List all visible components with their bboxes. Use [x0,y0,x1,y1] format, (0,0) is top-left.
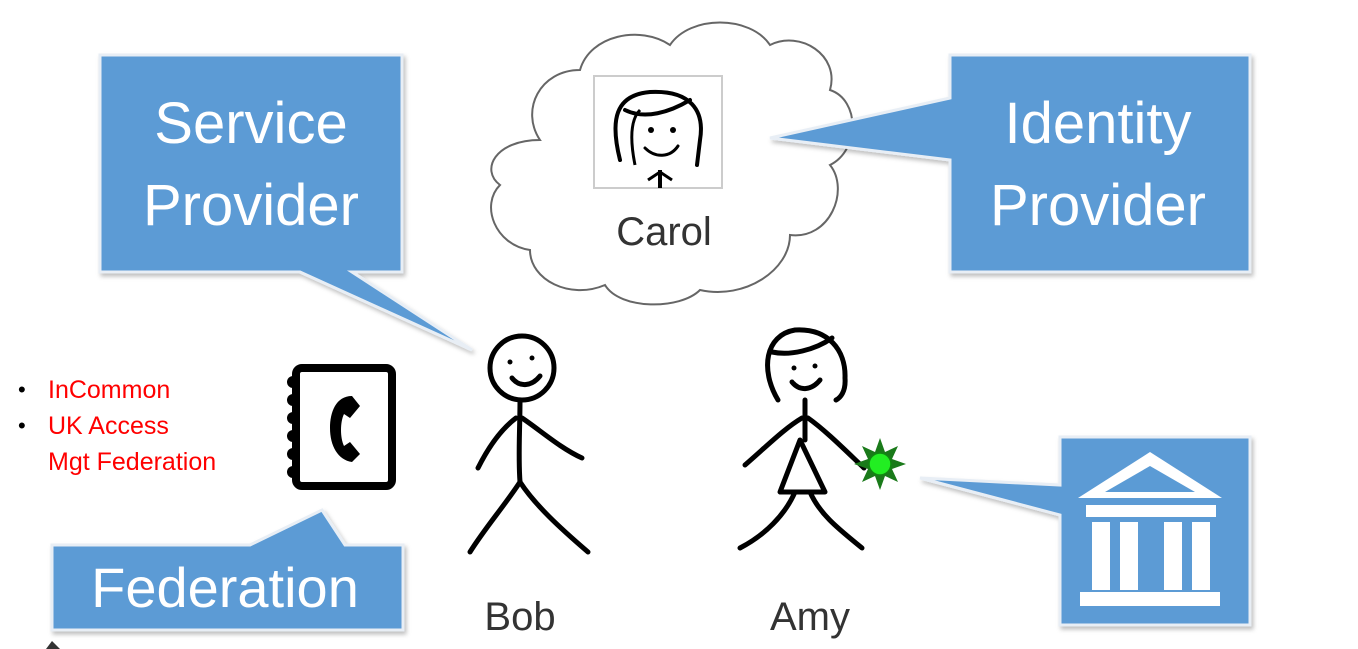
list-item-label: Mgt Federation [48,448,217,476]
identity-provider-callout [769,53,1252,274]
federation-members-list: InCommon UK Access Mgt Federation [18,372,216,480]
green-star-credential-icon [854,438,906,490]
list-item: UK Access [18,408,216,444]
corner-marker-icon [46,641,60,649]
phone-book-icon [287,364,396,490]
identity-provider-line1: Identity [1005,91,1192,156]
list-item-continuation: Mgt Federation [18,444,216,480]
federation-label: Federation [91,556,359,619]
amy-label: Amy [770,595,850,639]
carol-label: Carol [616,210,712,254]
service-provider-line1: Service [154,91,347,156]
service-provider-callout [98,53,473,352]
identity-provider-line2: Provider [990,173,1206,238]
list-item: InCommon [18,372,216,408]
institution-building-icon [1078,452,1222,606]
federation-callout [50,508,405,632]
bob-stick-figure [467,333,591,555]
bob-label: Bob [484,595,555,639]
list-item-label: UK Access [48,412,169,440]
carol-avatar-icon [593,75,723,189]
list-item-label: InCommon [48,376,171,404]
service-provider-line2: Provider [143,173,359,238]
amy-stick-figure [737,327,867,551]
